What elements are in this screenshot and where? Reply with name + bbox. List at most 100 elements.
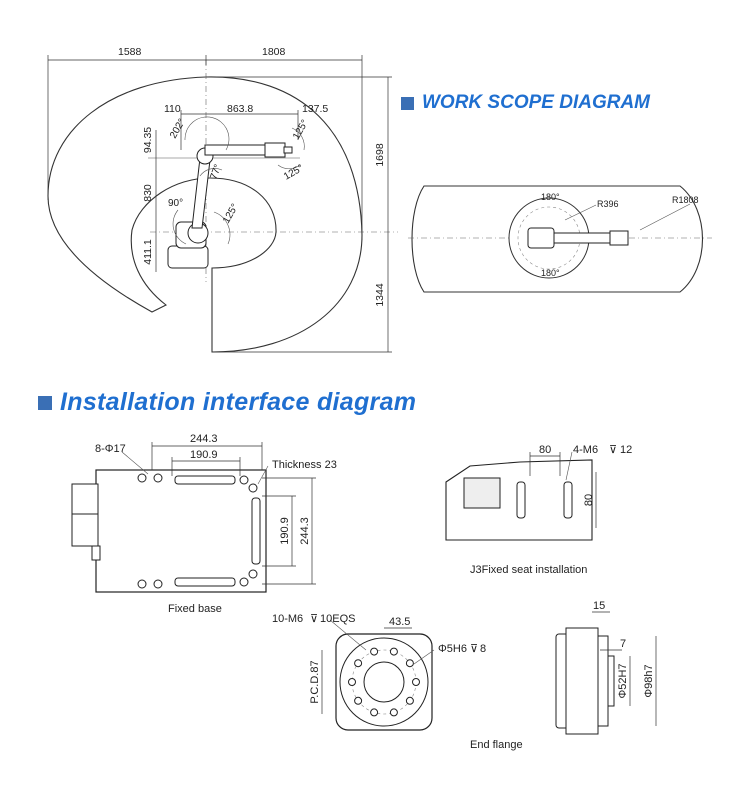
dim-fb-244-top: 244.3 (190, 433, 218, 445)
base-connector-top (71, 483, 99, 517)
dim-830: 830 (142, 184, 154, 202)
flange-side-face (597, 635, 609, 727)
dim-1698: 1698 (374, 143, 386, 167)
dim-110: 110 (164, 103, 181, 115)
dim-flange-7: 7 (620, 638, 626, 650)
flange-bolt-hole (370, 647, 379, 656)
base-connector-plug (91, 545, 101, 561)
dim-flange-43-5: 43.5 (389, 616, 410, 628)
arc-125-wrist (277, 164, 301, 169)
caption-end-flange: End flange (470, 739, 523, 751)
arc-125-base (213, 211, 231, 245)
robot-flange (283, 146, 293, 154)
base-connector-bottom (71, 513, 99, 547)
label-fb-thickness: Thickness 23 (272, 459, 337, 471)
j3-seat-slot-right (563, 481, 573, 519)
flange-bolt-hole (405, 659, 414, 668)
slot-top (174, 475, 236, 485)
angle-125-base: 125° (221, 202, 241, 225)
label-r396: R396 (597, 199, 619, 209)
mounting-hole (239, 475, 249, 485)
arc-77 (199, 168, 223, 177)
side-reach-envelope (47, 76, 363, 353)
leader-r1808 (639, 203, 691, 231)
flange-bolt-hole (405, 696, 414, 705)
dim-411-1: 411.1 (142, 239, 154, 265)
dim-j3-80-top: 80 (539, 444, 551, 456)
angle-90: 90° (168, 198, 183, 209)
robot-arm-side-view (167, 142, 293, 269)
flange-bolt-hole (348, 678, 356, 686)
work-scope-heading: WORK SCOPE DIAGRAM (401, 92, 650, 114)
dim-flange-52: Φ52H7 (617, 663, 629, 698)
leader-holes (121, 451, 149, 475)
dim-1808: 1808 (262, 46, 286, 58)
mounting-hole (248, 483, 258, 493)
dim-1344: 1344 (374, 283, 386, 307)
label-flange-pin-depth: 8 (480, 643, 486, 655)
hole-depth-icon: ⊽ (310, 613, 318, 625)
label-j3-threads: 4-M6 (573, 444, 598, 456)
mounting-hole (153, 579, 163, 589)
fixed-base-drawing: 244.3 190.9 8-Φ17 Thickness 23 190.9 244… (71, 433, 337, 615)
top-robot-body (527, 227, 555, 249)
flange-bolt-hole (412, 678, 420, 686)
heading-square-icon (401, 96, 414, 110)
label-180-bottom: 180° (541, 268, 560, 278)
end-flange-side-drawing: 15 7 Φ52H7 Φ98h7 (555, 600, 657, 735)
leader-thickness (257, 465, 269, 485)
arc-125-top (291, 127, 305, 151)
robot-base (167, 245, 209, 269)
flange-bolt-hole (389, 708, 398, 717)
dim-flange-15: 15 (593, 600, 605, 612)
heading-square-icon (38, 395, 52, 410)
dim-137-5: 137.5 (302, 103, 328, 115)
flange-side-rim (565, 627, 599, 735)
dim-94-35: 94.35 (142, 127, 154, 153)
leader-j3-threads (565, 451, 573, 481)
dim-1588: 1588 (118, 46, 142, 58)
slot-right (251, 497, 261, 565)
dim-fb-190-right: 190.9 (279, 517, 291, 545)
mounting-hole (153, 473, 163, 483)
j3-seat-drawing: 80 4-M6 ⊽ 12 80 J3Fixed seat installatio… (445, 444, 632, 576)
robot-arm-top-view (527, 227, 629, 249)
angle-77: 77° (208, 163, 224, 181)
side-work-scope-diagram: 1588 1808 110 863.8 137.5 94.35 830 411.… (47, 46, 398, 353)
robot-wrist (264, 142, 286, 158)
j3-seat-slot-left (516, 481, 526, 519)
flange-bolt-hole (354, 696, 363, 705)
label-j3-depth: 12 (620, 444, 632, 456)
mounting-hole (137, 473, 147, 483)
label-180-top: 180° (541, 192, 560, 202)
label-flange-pin: Φ5H6 (438, 643, 467, 655)
installation-title: Installation interface diagram (60, 388, 417, 416)
label-flange-holes: 10-M6 (272, 613, 303, 625)
dim-j3-80-right: 80 (583, 494, 595, 506)
label-flange-pcd: P.C.D.87 (309, 660, 321, 703)
mounting-hole (137, 579, 147, 589)
top-robot-arm (553, 232, 615, 244)
dim-flange-98: Φ98h7 (643, 664, 655, 697)
dim-863-8: 863.8 (227, 103, 253, 115)
installation-heading: Installation interface diagram (38, 388, 416, 417)
label-r1808: R1808 (672, 195, 699, 205)
label-flange-depth: 10EQS (320, 613, 355, 625)
end-flange-front-drawing: 43.5 10-M6 ⊽ 10EQS Φ5H6 ⊽ 8 P.C.D.87 End… (272, 613, 523, 751)
arc-202 (184, 116, 230, 151)
flange-side-spigot (607, 655, 615, 707)
work-scope-title: WORK SCOPE DIAGRAM (422, 92, 650, 113)
caption-fixed-base: Fixed base (168, 603, 222, 615)
flange-bolt-hole (389, 647, 398, 656)
top-work-scope-diagram: R396 R1808 180° 180° (408, 185, 712, 293)
leader-flange-pin (413, 649, 435, 665)
leader-flange-holes (329, 619, 367, 651)
j3-seat-window (463, 477, 501, 509)
mounting-hole (239, 577, 249, 587)
dim-fb-190-top: 190.9 (190, 449, 218, 461)
thread-depth-icon: ⊽ (609, 444, 617, 456)
slot-bottom (174, 577, 236, 587)
mounting-hole (248, 569, 258, 579)
